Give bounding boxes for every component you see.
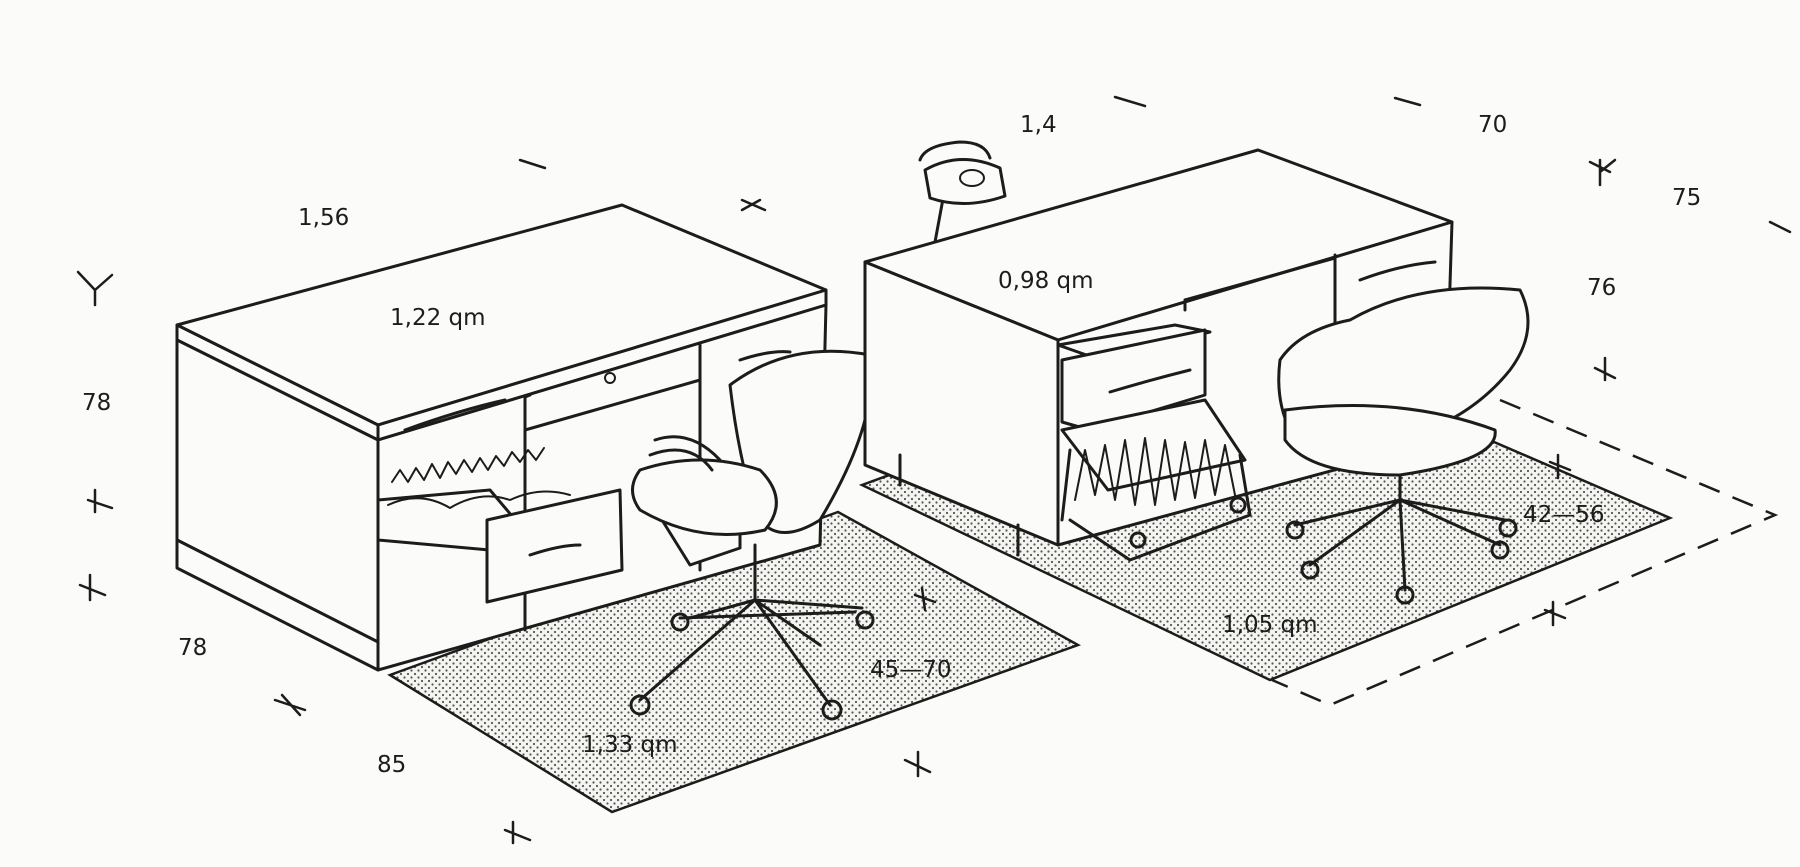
left-chair-range-label: 45—70: [870, 657, 952, 683]
right-office-chair: [1277, 286, 1530, 605]
right-clearance-label: 75: [1672, 185, 1701, 211]
telephone-icon: [918, 140, 1007, 244]
right-floor-area-label: 1,05 qm: [1222, 612, 1318, 638]
right-desk-depth-label: 70: [1478, 112, 1507, 138]
right-chair-range-label: 42—56: [1523, 502, 1605, 528]
right-desk-top-area-label: 0,98 qm: [998, 268, 1094, 294]
right-dimension-ticks: [1113, 95, 1792, 627]
right-desk-height-label: 76: [1587, 275, 1616, 301]
left-desk-height-label: 78: [82, 390, 111, 416]
left-workstation: 1,56 1,22 qm 78 78 85 45—70 1,33 qm: [76, 158, 1082, 845]
left-desk: [175, 203, 828, 672]
right-workstation: 1,4 70 75 0,98 qm 76 42—56 1,05 qm: [858, 95, 1792, 707]
left-dimension-ticks: [76, 158, 937, 845]
left-floor-area-label: 1,33 qm: [582, 732, 678, 758]
left-desk-width-label: 1,56: [298, 205, 349, 231]
left-desk-depth-label: 78: [178, 635, 207, 661]
left-desk-top-area-label: 1,22 qm: [390, 305, 486, 331]
left-floor-depth-label: 85: [377, 752, 406, 778]
right-desk-width-label: 1,4: [1020, 112, 1057, 138]
left-office-chair: [629, 349, 875, 721]
